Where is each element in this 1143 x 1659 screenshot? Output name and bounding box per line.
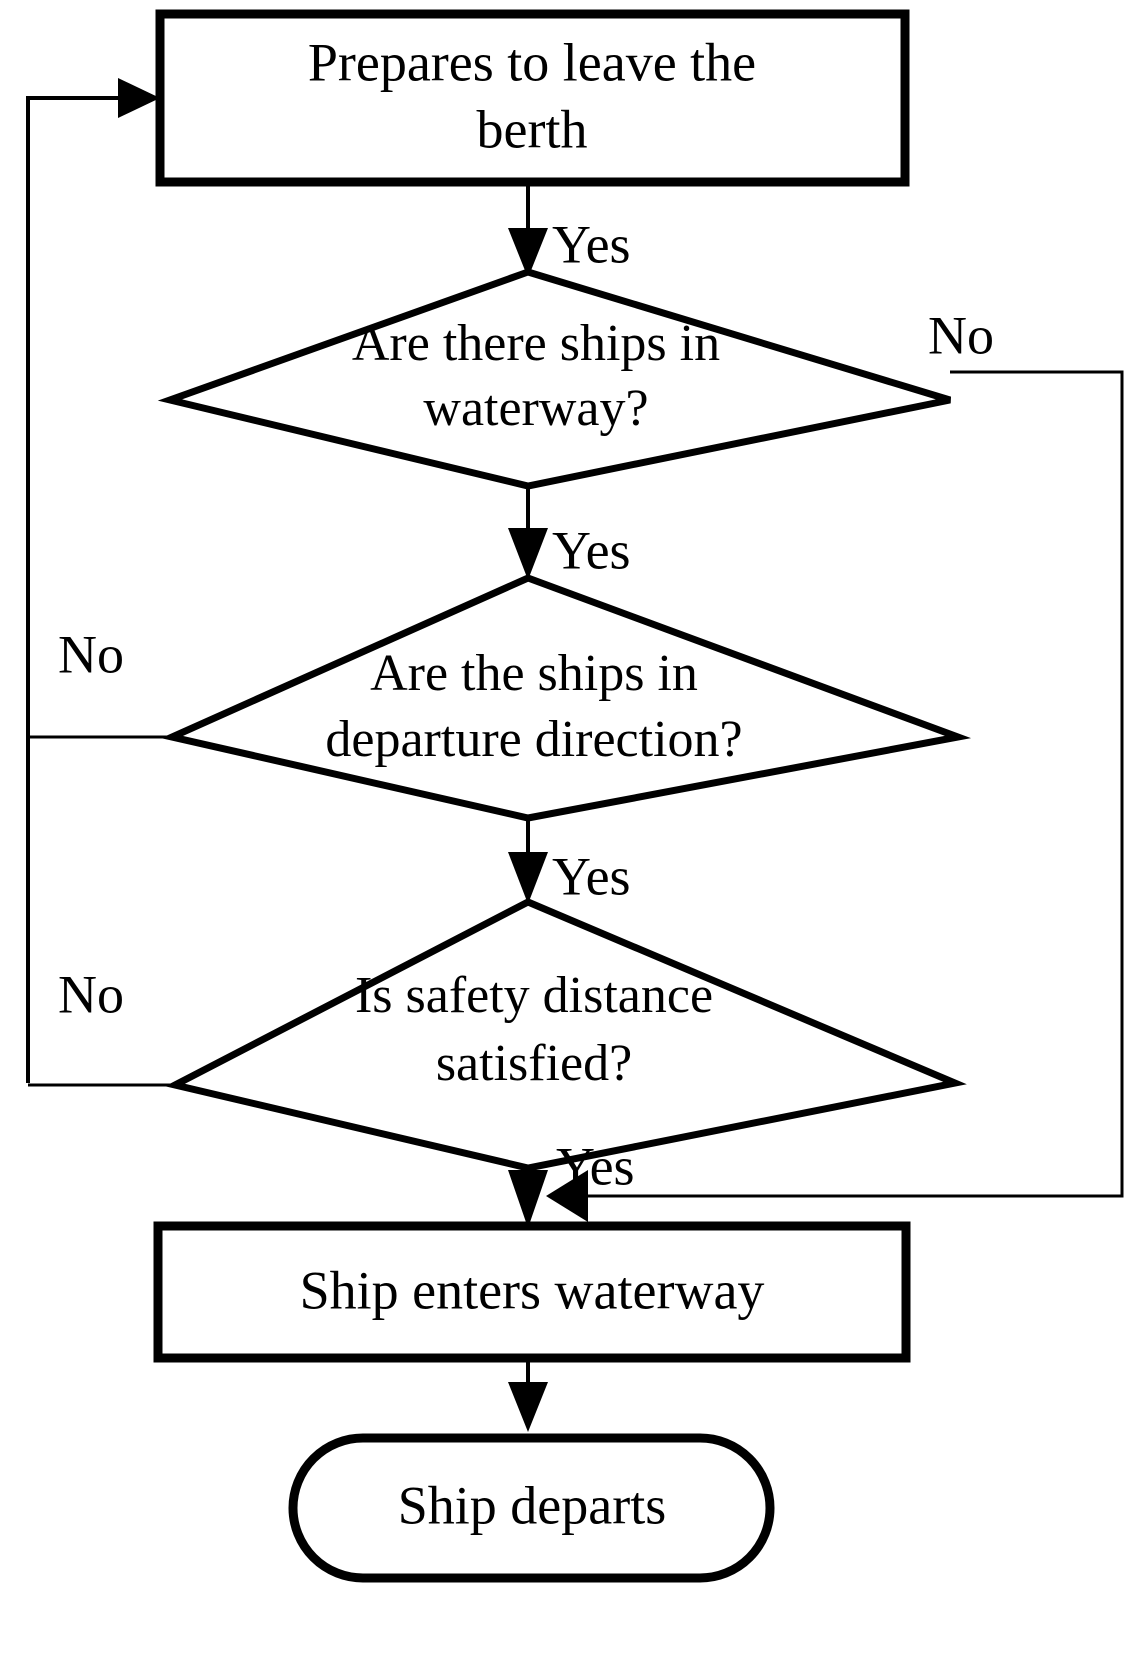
node-decision1-label-line1: Are there ships in [352,315,720,372]
node-prepare-label-line1: Prepares to leave the [308,32,756,92]
node-enters-waterway-label: Ship enters waterway [300,1260,765,1320]
node-decision2-label-line1: Are the ships in [370,645,698,702]
arrowhead-decision2-to-decision3 [508,852,548,904]
arrowhead-decision1-to-decision2 [508,528,548,580]
edge-label-decision2-yes: Yes [552,846,631,906]
node-departs-label: Ship departs [398,1475,666,1535]
edge-decision1-no-right-rail [582,370,1124,1198]
node-prepare-to-leave-berth [155,9,910,187]
node-decision3-label-line2: satisfied? [436,1035,632,1092]
arrowhead-decision1-no-merge [546,1170,588,1222]
edge-label-decision1-yes: Yes [552,520,631,580]
arrowhead-feedback-into-prepare [118,78,160,118]
edge-label-prepare-yes: Yes [552,214,631,274]
edge-label-decision3-yes: Yes [556,1136,635,1196]
arrowhead-enters-waterway-to-departs [508,1382,548,1432]
node-decision3-label-line1: Is safety distance [355,967,713,1024]
edge-label-decision3-no: No [58,964,124,1024]
node-prepare-label-line2: berth [477,99,588,159]
node-ship-enters-waterway [153,1221,911,1363]
edge-label-decision1-no: No [928,305,994,365]
arrowhead-decision3-to-enters-waterway [508,1170,548,1228]
edge-feedback-left-rail [26,96,128,1083]
node-decision1-label-line2: waterway? [423,380,648,437]
edge-label-decision2-no: No [58,624,124,684]
node-decision2-label-line2: departure direction? [325,711,742,768]
arrowhead-prepare-to-decision1 [508,228,548,278]
node-ship-departs [288,1433,775,1583]
